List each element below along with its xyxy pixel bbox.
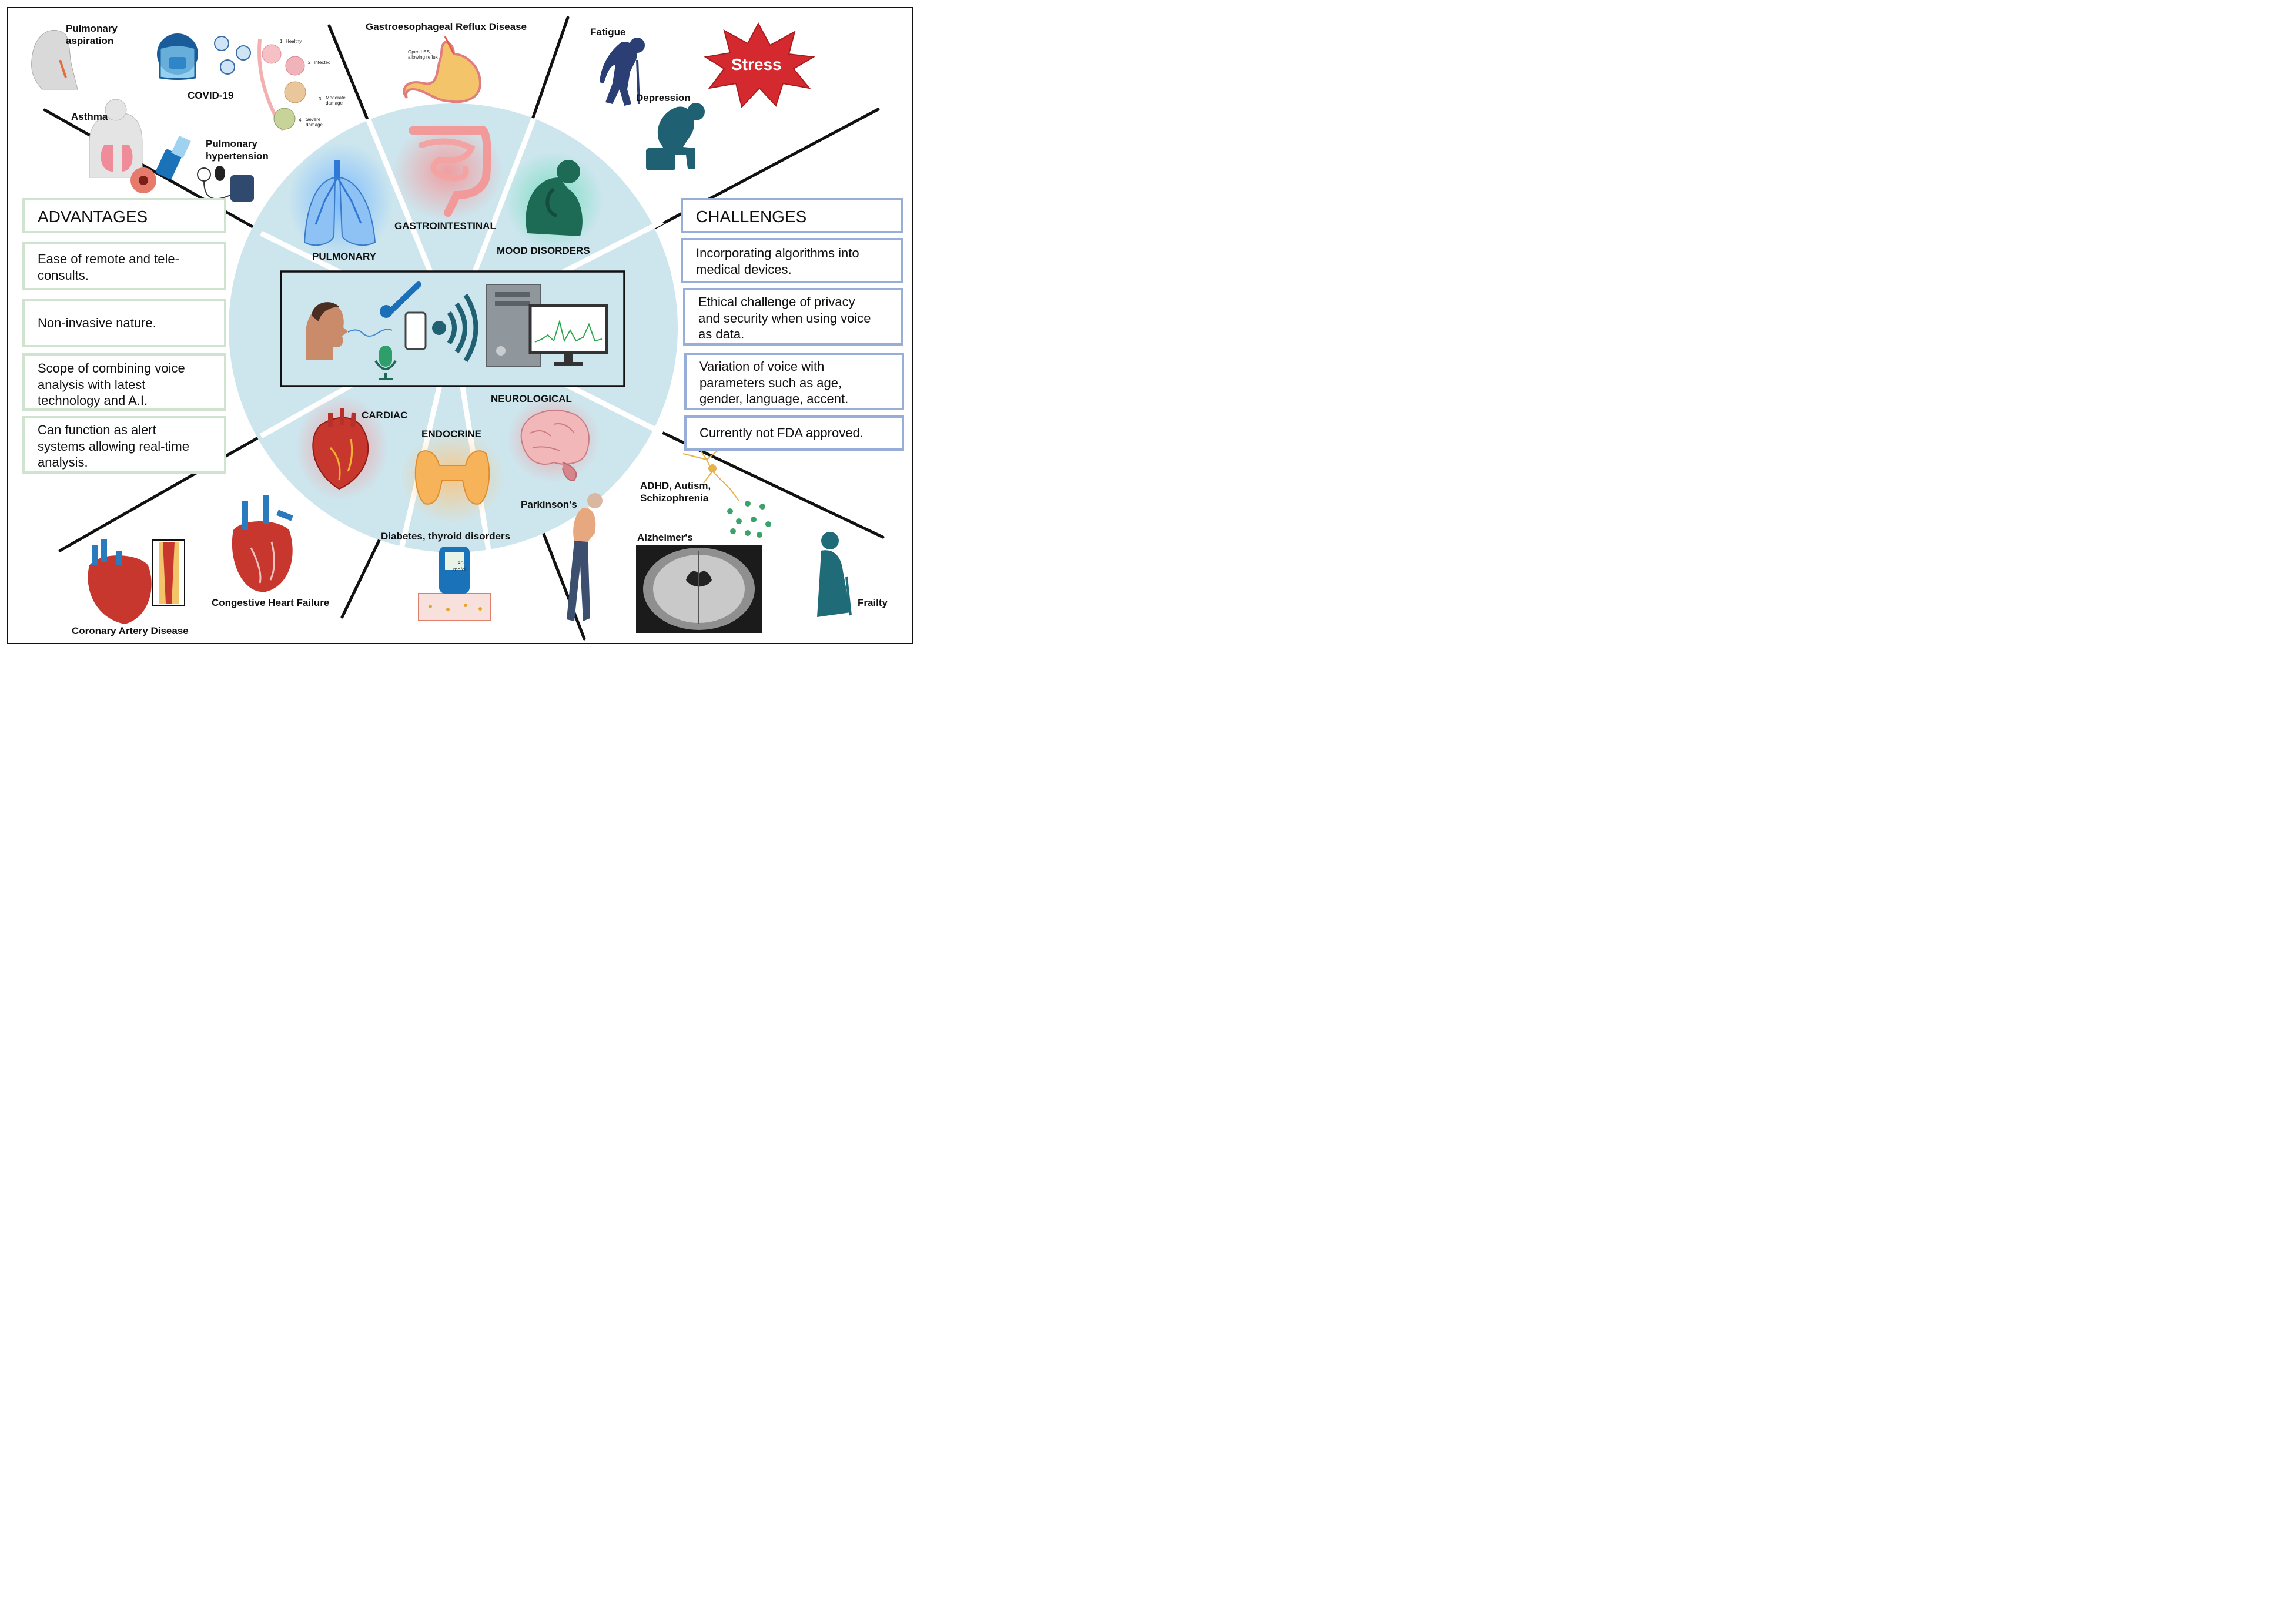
- label-asthma: Asthma: [71, 111, 108, 122]
- sound-wave-icon: [347, 329, 393, 337]
- heart-icon: [295, 395, 389, 501]
- figure-frame: PULMONARY GASTROINTESTINAL MOOD DISORDER…: [7, 7, 913, 644]
- studio-microphone-icon: [374, 346, 397, 380]
- label-covid: COVID-19: [188, 90, 234, 101]
- label-gerd: Gastroesophageal Reflux Disease: [366, 21, 527, 32]
- torso-lungs-icon: [89, 99, 156, 193]
- label-pulmonary-hypertension: Pulmonary hypertension: [206, 138, 269, 162]
- covid-stage-3-num: 3: [319, 96, 322, 102]
- label-pulmonary-aspiration: Pulmonary aspiration: [66, 23, 118, 47]
- advantage-item: Can function as alert systems allowing r…: [22, 416, 226, 474]
- challenge-item: Ethical challenge of privacy and securit…: [683, 288, 903, 346]
- sector-label-mood-disorders: MOOD DISORDERS: [497, 245, 590, 256]
- neuron-icon: [682, 441, 739, 501]
- smartphone-icon: [404, 311, 427, 350]
- challenges-title: CHALLENGES: [681, 198, 903, 233]
- label-alzheimers: Alzheimer's: [637, 532, 693, 543]
- depression-person-icon: [646, 103, 705, 170]
- intestines-icon: [392, 122, 504, 222]
- label-cad: Coronary Artery Disease: [72, 625, 189, 636]
- label-frailty: Frailty: [858, 597, 888, 608]
- covid-stage-1-num: 1: [280, 39, 283, 44]
- covid-stage-2-label: Infected: [314, 60, 331, 65]
- thyroid-icon: [400, 430, 506, 524]
- sphygmomanometer-icon: [197, 166, 254, 202]
- label-adhd: ADHD, Autism, Schizophrenia: [640, 480, 711, 504]
- advantages-title: ADVANTAGES: [22, 198, 226, 233]
- label-fatigue: Fatigue: [590, 26, 626, 38]
- challenge-item: Variation of voice with parameters such …: [684, 353, 904, 410]
- covid-stage-4-num: 4: [299, 118, 302, 123]
- person-speaking-icon: [306, 302, 348, 360]
- chf-heart-icon: [232, 495, 293, 592]
- label-stress: Stress: [731, 55, 782, 73]
- glucometer-reading: 80 mg/dL: [453, 561, 468, 572]
- challenge-item: Currently not FDA approved.: [684, 415, 904, 451]
- covid-stage-2-num: 2: [308, 60, 311, 65]
- advantage-item: Non-invasive nature.: [22, 299, 226, 347]
- stress-burst-icon: [704, 22, 816, 109]
- advantage-item: Ease of remote and tele- consults.: [22, 242, 226, 290]
- microphone-icon: [380, 281, 421, 318]
- sector-label-pulmonary: PULMONARY: [312, 251, 376, 262]
- fatigue-person-icon: [600, 38, 645, 106]
- mood-figure-icon: [504, 151, 604, 251]
- covid-stage-3-label: Moderate damage: [326, 95, 346, 106]
- label-diabetes: Diabetes, thyroid disorders: [381, 531, 511, 542]
- advantage-item: Scope of combining voice analysis with l…: [22, 353, 226, 411]
- label-chf: Congestive Heart Failure: [212, 597, 330, 608]
- brain-icon: [507, 395, 601, 483]
- sector-label-endocrine: ENDOCRINE: [421, 428, 482, 440]
- sector-label-cardiac: CARDIAC: [362, 410, 408, 421]
- lungs-icon: [288, 142, 394, 260]
- mri-scan-icon: [636, 545, 762, 633]
- covid-stage-4-label: Severe damage: [306, 117, 323, 128]
- challenge-item: Incorporating algorithms into medical de…: [681, 238, 903, 283]
- parkinsons-man-icon: [567, 493, 603, 621]
- label-depression: Depression: [636, 92, 691, 103]
- gerd-annotation: Open LES, allowing reflux: [408, 49, 438, 60]
- elderly-woman-icon: [817, 532, 852, 617]
- alveoli-icon: [257, 39, 306, 132]
- inhaler-icon: [156, 135, 191, 179]
- sector-label-gastrointestinal: GASTROINTESTINAL: [394, 220, 496, 232]
- virus-icon: [214, 36, 251, 75]
- signal-waves-icon: [432, 293, 478, 363]
- diagram-canvas: [31, 16, 885, 641]
- neurotransmitter-dots: [727, 501, 771, 538]
- head-airway-icon: [31, 29, 78, 90]
- monitor-icon: [528, 304, 608, 366]
- glucometer-icon: [418, 547, 491, 621]
- sector-label-neurological: NEUROLOGICAL: [491, 393, 572, 404]
- cad-heart-icon: [88, 539, 185, 624]
- face-shield-icon: [157, 33, 198, 80]
- covid-stage-1-label: Healthy: [286, 39, 302, 44]
- stomach-icon: [403, 36, 482, 103]
- label-parkinsons: Parkinson's: [521, 499, 577, 510]
